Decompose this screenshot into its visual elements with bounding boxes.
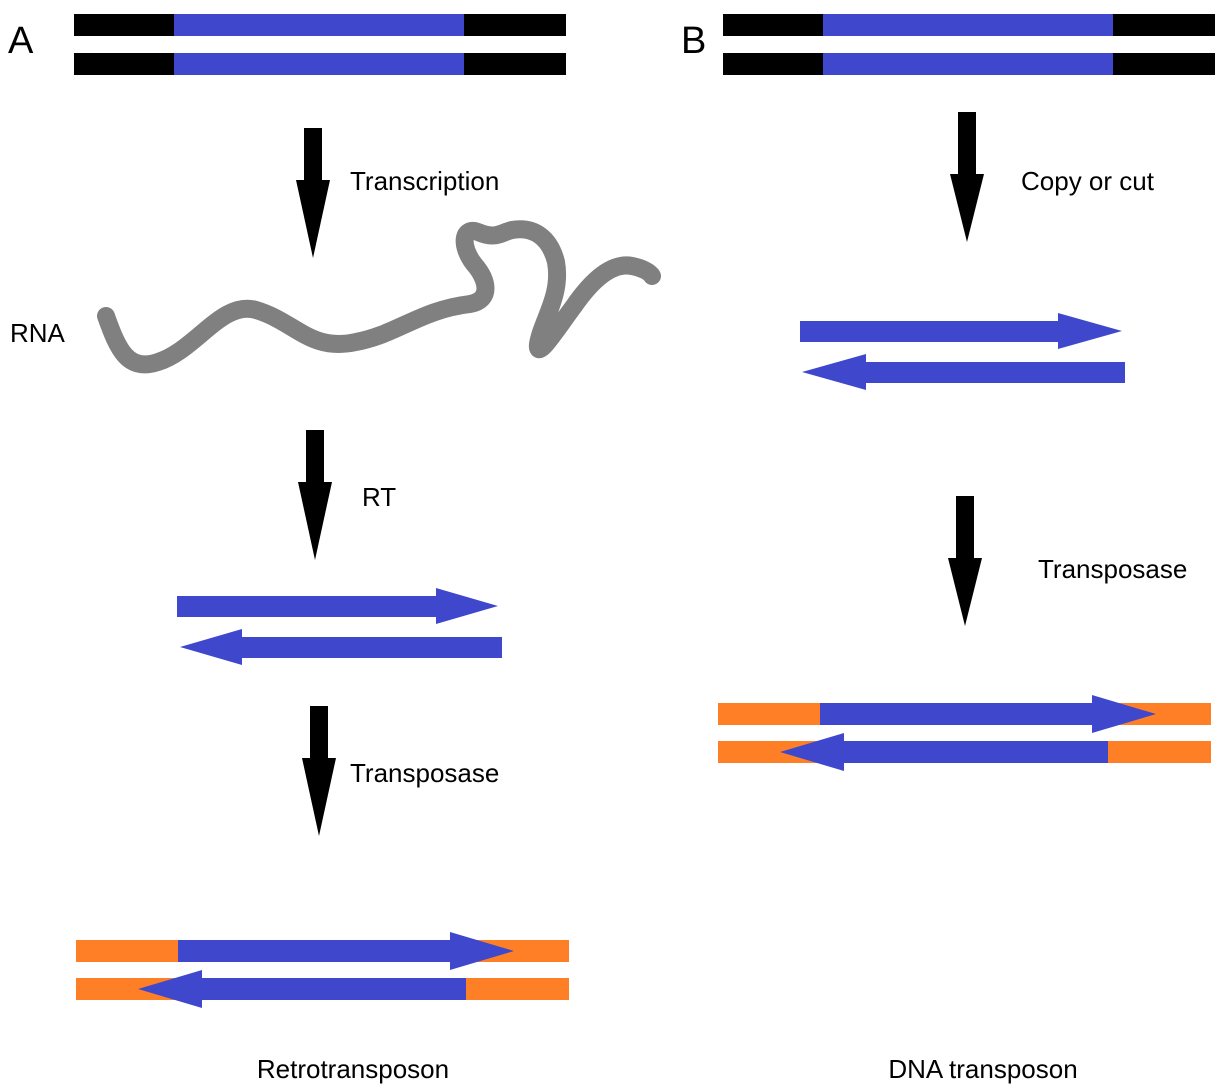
flank-segment xyxy=(464,14,566,36)
step-label-rt: RT xyxy=(362,482,397,512)
panel-a-letter: A xyxy=(8,20,34,62)
flank-segment xyxy=(464,53,566,75)
step-label-transposase-a: Transposase xyxy=(350,758,500,788)
reverse-strand xyxy=(240,637,502,658)
transposon-segment xyxy=(174,14,464,36)
step-label-transposase-b: Transposase xyxy=(1038,554,1188,584)
panel-b-excised-transposon xyxy=(800,313,1125,390)
rna-label: RNA xyxy=(10,318,65,348)
panel-a-integrated-dna xyxy=(76,932,569,1008)
panel-a-arrow-transposase xyxy=(302,706,336,836)
reverse-arrowhead xyxy=(180,629,242,665)
forward-arrowhead xyxy=(436,588,498,624)
panel-a-arrow-transcription xyxy=(296,128,330,258)
panel-b-letter: B xyxy=(681,20,707,62)
panel-b-arrow-transposase xyxy=(948,496,982,626)
rna-strand xyxy=(97,220,661,374)
panel-b-arrow-copy-or-cut xyxy=(950,112,984,242)
transposon-segment xyxy=(174,53,464,75)
flank-segment xyxy=(74,14,174,36)
panel-b-donor-dna xyxy=(723,14,1215,75)
panel-a-cdna xyxy=(177,588,502,665)
forward-strand xyxy=(177,596,439,617)
panel-b-caption: DNA transposon xyxy=(888,1054,1078,1084)
step-label-copy-or-cut: Copy or cut xyxy=(1021,166,1154,196)
panel-a-donor-dna xyxy=(74,14,566,75)
panel-a-caption: Retrotransposon xyxy=(256,1054,450,1084)
panel-b-integrated-dna xyxy=(718,695,1211,771)
panel-a-arrow-rt xyxy=(298,430,332,560)
flank-segment xyxy=(74,53,174,75)
step-label-transcription: Transcription xyxy=(350,166,500,196)
